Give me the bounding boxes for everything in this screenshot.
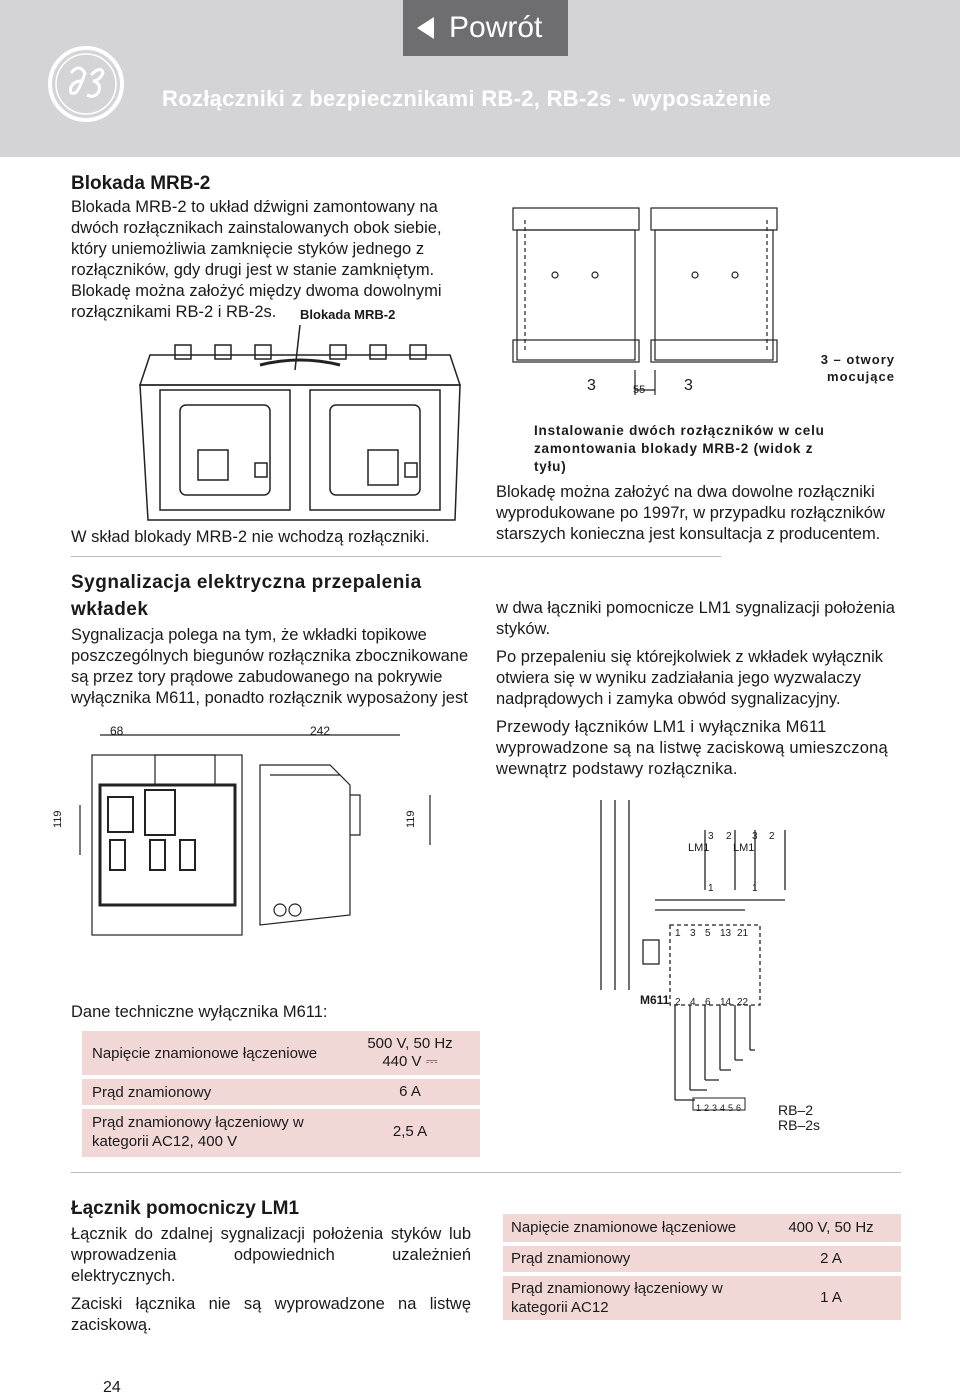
back-button[interactable]: Powrót: [403, 0, 568, 56]
install-text: Blokadę można założyć na dwa dowolne roz…: [496, 483, 885, 543]
strip-3: 3: [712, 1103, 718, 1113]
m611-drawing: [79, 734, 431, 936]
sw-num-5: 1: [708, 883, 714, 894]
dim-3-left: 3: [587, 377, 596, 394]
sw-num-6: 1: [752, 883, 758, 894]
blokada-body: Blokada MRB-2 to układ dźwigni zamontowa…: [71, 198, 442, 321]
m611-row-value: 500 V, 50 Hz 440 V ⎓: [340, 1031, 480, 1075]
strip-1: 1: [696, 1103, 702, 1113]
term-top-13: 13: [720, 928, 732, 939]
term-bot-22: 22: [737, 997, 749, 1008]
m611-row-label: Prąd znamionowy: [92, 1084, 212, 1101]
sygnalizacja-body-2: w dwa łączniki pomocnicze LM1 sygnalizac…: [496, 599, 895, 638]
rb-label-2: RB–2s: [778, 1117, 821, 1133]
m611-row-label: Prąd znamionowy łączeniowy w kategorii A…: [82, 1109, 340, 1157]
page-title: Rozłączniki z bezpiecznikami RB-2, RB-2s…: [162, 86, 772, 111]
lm1-row-value: 400 V, 50 Hz: [788, 1219, 874, 1236]
term-top-21: 21: [737, 928, 749, 939]
strip-4: 4: [720, 1103, 726, 1113]
strip-6: 6: [736, 1103, 742, 1113]
section-divider: [71, 556, 721, 557]
install-caption: Instalowanie dwóch rozłączników w celu z…: [534, 423, 825, 474]
dim-119-right: 119: [405, 810, 417, 828]
m611-row-label: Napięcie znamionowe łączeniowe: [92, 1045, 318, 1062]
m611-value-ac: 500 V, 50 Hz: [367, 1035, 453, 1052]
lm1-row-switching: Prąd znamionowy łączeniowy w kategorii A…: [503, 1276, 901, 1320]
wiring-schematic: [600, 800, 786, 1111]
term-bot-2: 2: [675, 997, 681, 1008]
term-top-3: 3: [690, 928, 696, 939]
strip-5: 5: [728, 1103, 734, 1113]
m611-value-dc: 440 V ⎓: [382, 1053, 438, 1070]
term-top-5: 5: [705, 928, 711, 939]
page-number: 24: [103, 1379, 121, 1396]
blokada-figure-label: Blokada MRB-2: [300, 307, 396, 322]
lm1-table: Napięcie znamionowe łączeniowe 400 V, 50…: [503, 1214, 901, 1320]
holes-caption: 3 – otwory mocujące: [820, 352, 895, 384]
term-bot-4: 4: [690, 997, 696, 1008]
dim-68: 68: [110, 724, 124, 738]
m611-row-value: 6 A: [399, 1083, 421, 1100]
lm1-row-voltage: Napięcie znamionowe łączeniowe 400 V, 50…: [503, 1214, 901, 1242]
back-button-label: Powrót: [449, 11, 543, 44]
m611-row-switching: Prąd znamionowy łączeniowy w kategorii A…: [82, 1109, 480, 1157]
m611-row-value: 2,5 A: [392, 1123, 428, 1140]
term-bot-6: 6: [705, 997, 711, 1008]
lacznik-body-2: Zaciski łącznika nie są wyprowadzone na …: [71, 1295, 471, 1334]
m611-row-label-line1: Prąd znamionowy łączeniowy w: [92, 1114, 304, 1131]
sw-num-1: 3: [708, 831, 714, 842]
lm1-row-label: Napięcie znamionowe łączeniowe: [511, 1219, 737, 1236]
m611-row-label-line2: kategorii AC12, 400 V: [92, 1133, 238, 1150]
lm1-row-label: Prąd znamionowy łączeniowy w kategorii A…: [503, 1276, 761, 1320]
dim-242: 242: [310, 724, 331, 738]
dim-55: 55: [633, 384, 646, 396]
sygnalizacja-heading: Sygnalizacja elektryczna przepalenia wkł…: [71, 572, 422, 620]
ge-logo-icon: [48, 46, 124, 122]
m611-row-voltage: Napięcie znamionowe łączeniowe 500 V, 50…: [82, 1031, 480, 1075]
rb-label-1: RB–2: [778, 1102, 814, 1118]
lm1-row-label-line1: Prąd znamionowy łączeniowy w: [511, 1280, 723, 1297]
strip-2: 2: [704, 1103, 710, 1113]
back-arrow-icon: [417, 17, 434, 39]
lm1-label-a: LM1: [688, 842, 710, 854]
blokada-heading: Blokada MRB-2: [71, 173, 211, 194]
blokada-note: W skład blokady MRB-2 nie wchodzą rozłąc…: [71, 528, 430, 546]
section-divider-2: [71, 1172, 901, 1173]
lm1-row-label-line2: kategorii AC12: [511, 1299, 609, 1316]
sw-num-3: 3: [752, 831, 758, 842]
rear-view-drawing: [512, 207, 778, 395]
dim-3-right: 3: [684, 377, 693, 394]
blokada-photo: [138, 325, 462, 521]
sw-num-4: 2: [769, 831, 775, 842]
m611-table-caption: Dane techniczne wyłącznika M611:: [71, 1003, 328, 1021]
dim-119-left: 119: [52, 810, 64, 828]
lm1-row-value: 2 A: [820, 1250, 842, 1267]
term-top-1: 1: [675, 928, 681, 939]
sygnalizacja-body-3: Po przepaleniu się którejkolwiek z wkład…: [496, 648, 884, 708]
lm1-row-value: 1 A: [820, 1289, 842, 1306]
sygnalizacja-body-1: Sygnalizacja polega na tym, że wkładki t…: [71, 626, 469, 707]
lacznik-heading: Łącznik pomocniczy LM1: [71, 1198, 300, 1219]
m611-row-current: Prąd znamionowy 6 A: [82, 1079, 480, 1105]
lm1-row-current: Prąd znamionowy 2 A: [503, 1246, 901, 1272]
term-bot-14: 14: [720, 997, 732, 1008]
lm1-row-label: Prąd znamionowy: [511, 1250, 631, 1267]
sw-num-2: 2: [726, 831, 732, 842]
m611-table: Napięcie znamionowe łączeniowe 500 V, 50…: [82, 1031, 480, 1157]
lacznik-body-1: Łącznik do zdalnej sygnalizacji położeni…: [71, 1225, 471, 1285]
lm1-label-b: LM1: [733, 842, 755, 854]
header-bar: Powrót Rozłączniki z bezpiecznikami RB-2…: [0, 0, 960, 157]
m611-label: M611: [640, 993, 670, 1007]
sygnalizacja-body-4: Przewody łączników LM1 i wyłącznika M611…: [496, 718, 888, 778]
